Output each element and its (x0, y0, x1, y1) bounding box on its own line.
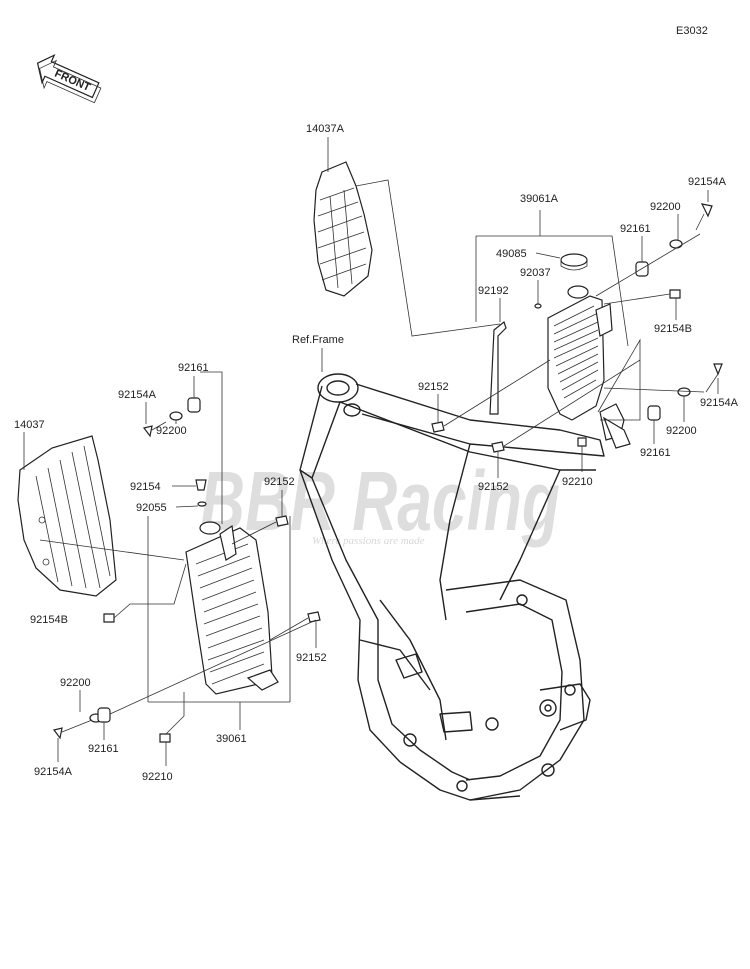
part-14037A-label: 14037A (306, 123, 345, 135)
part-92154A-lower-right-label: 92154A (700, 397, 739, 409)
part-39061A-label: 39061A (520, 193, 559, 205)
part-39061-label: 39061 (216, 733, 247, 745)
part-92210-left-label: 92210 (142, 771, 173, 783)
diagram-code: E3032 (676, 25, 708, 37)
part-92210-right-bolt (577, 437, 587, 447)
part-92152-left-a-label: 92152 (264, 476, 295, 488)
part-92200-lower-right-label: 92200 (666, 425, 697, 437)
part-92152-right-a-label: 92152 (418, 381, 449, 393)
part-92152-right-a-collar (431, 421, 445, 433)
left-radiator (185, 521, 279, 695)
part-92154B-left-label: 92154B (30, 614, 68, 626)
part-92037-ring (534, 303, 542, 309)
part-92055-left-washer (197, 501, 207, 507)
part-14037-label: 14037 (14, 419, 45, 431)
watermark-tagline: Where passions are made (312, 535, 425, 547)
frame-drawing (299, 373, 605, 801)
part-92200-top-right-label: 92200 (650, 201, 681, 213)
part-92161-top-left-damper (187, 397, 201, 413)
ref-frame-label: Ref.Frame (292, 334, 344, 346)
part-92154B-right-label: 92154B (654, 323, 692, 335)
part-92154A-top-left-bolt (142, 425, 153, 438)
part-92152-left-b-label: 92152 (296, 652, 327, 664)
part-92200-lower-left-label: 92200 (60, 677, 91, 689)
part-49085-cap (560, 253, 588, 267)
part-92154B-left-nut (103, 613, 115, 623)
part-92037-label: 92037 (520, 267, 551, 279)
part-92154A-top-left-label: 92154A (118, 389, 157, 401)
part-92152-left-a-collar (275, 515, 289, 527)
part-92161-top-left-label: 92161 (178, 362, 209, 374)
watermark-logo: BBR Racing (200, 454, 560, 548)
part-92210-right-label: 92210 (562, 476, 593, 488)
part-92200-top-left-washer (169, 411, 183, 421)
part-92152-right-b-label: 92152 (478, 481, 509, 493)
part-92154A-lower-right-bolt (713, 363, 723, 376)
left-shroud (17, 435, 117, 597)
front-arrow-icon: FRONT (36, 54, 102, 104)
part-92161-top-right-label: 92161 (620, 223, 651, 235)
part-92055-left-label: 92055 (136, 502, 167, 514)
part-92152-left-b-collar (307, 611, 321, 623)
part-92161-lower-left-damper (97, 707, 111, 723)
part-92192-label: 92192 (478, 285, 509, 297)
part-92154A-top-right-bolt (700, 203, 713, 218)
watermark: BBR Racing Where passions are made (200, 454, 560, 548)
part-92200-top-right-washer (669, 239, 683, 249)
part-92161-lower-right-damper (647, 405, 661, 421)
part-92200-top-left-label: 92200 (156, 425, 187, 437)
part-92154-left-bolt (195, 479, 207, 491)
part-92161-lower-right-label: 92161 (640, 447, 671, 459)
part-92200-lower-right-washer (677, 387, 691, 397)
part-92161-lower-left-label: 92161 (88, 743, 119, 755)
part-49085-label: 49085 (496, 248, 527, 260)
right-shroud (313, 161, 373, 297)
part-92154-left-label: 92154 (130, 481, 161, 493)
part-92154A-lower-left-label: 92154A (34, 766, 73, 778)
part-92154A-lower-left-bolt (52, 727, 63, 740)
part-92152-right-b-collar (491, 441, 505, 453)
part-92210-left-bolt (159, 733, 171, 743)
part-92154A-top-right-label: 92154A (688, 176, 727, 188)
right-radiator (547, 285, 631, 449)
part-92154B-right-nut (669, 289, 681, 299)
part-92192-hose (489, 320, 507, 415)
